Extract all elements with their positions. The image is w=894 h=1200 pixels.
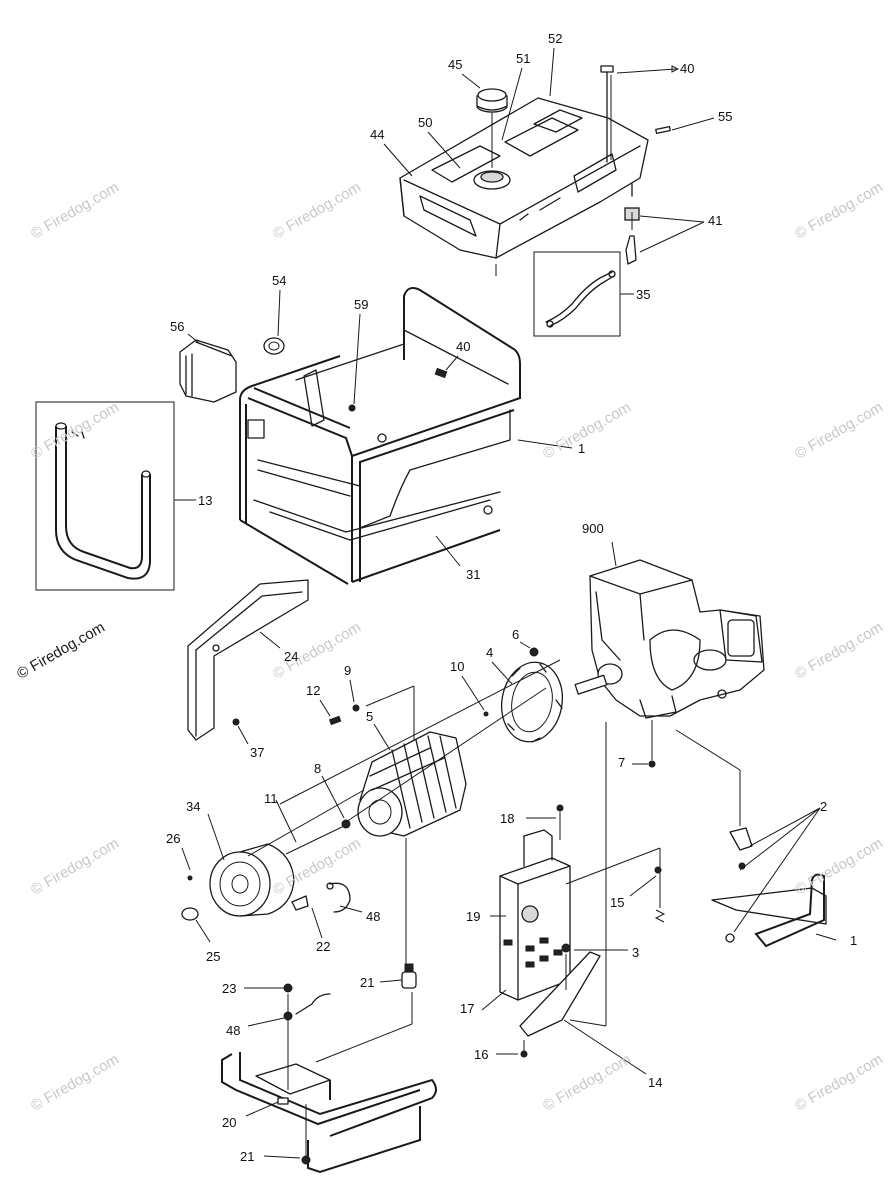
callout-3: 3	[632, 945, 640, 960]
bracket-14	[519, 951, 601, 1037]
callout-41: 41	[708, 213, 723, 228]
callout-1: 1	[578, 441, 586, 456]
callout-8: 8	[314, 761, 322, 776]
callout-25: 25	[206, 949, 221, 964]
fuel-cap	[476, 88, 508, 113]
callout-31: 31	[466, 567, 481, 582]
callout-2: 2	[820, 799, 828, 814]
bracket-24	[187, 579, 309, 741]
leader-lines	[174, 47, 837, 1159]
callout-18: 18	[500, 811, 515, 826]
handle-box	[35, 401, 175, 591]
callout-12: 12	[306, 683, 321, 698]
callout-15: 15	[610, 895, 625, 910]
callout-900: 900	[582, 521, 604, 536]
callout-1: 1	[850, 933, 858, 948]
callout-6: 6	[512, 627, 520, 642]
callout-54: 54	[272, 273, 287, 288]
callout-35: 35	[636, 287, 651, 302]
callout-23: 23	[222, 981, 237, 996]
fuel-hose-box	[533, 251, 621, 337]
pin-55	[655, 125, 671, 135]
callout-13: 13	[198, 493, 213, 508]
callout-19: 19	[466, 909, 481, 924]
callout-21: 21	[360, 975, 375, 990]
callout-16: 16	[474, 1047, 489, 1062]
callout-20: 20	[222, 1115, 237, 1130]
callout-50: 50	[418, 115, 433, 130]
callout-48: 48	[366, 909, 381, 924]
fasteners	[187, 367, 746, 1165]
base-frame-right	[711, 827, 827, 948]
rear-cover	[209, 843, 295, 917]
main-frame	[239, 287, 521, 585]
callout-26: 26	[166, 831, 181, 846]
callout-10: 10	[450, 659, 465, 674]
callout-44: 44	[370, 127, 385, 142]
callout-55: 55	[718, 109, 733, 124]
callout-24: 24	[284, 649, 299, 664]
brush-holder	[291, 882, 351, 913]
callout-40: 40	[680, 61, 695, 76]
callout-34: 34	[186, 799, 201, 814]
callout-21: 21	[240, 1149, 255, 1164]
callout-51: 51	[516, 51, 531, 66]
alternator-stator	[357, 731, 467, 837]
end-housing-4	[501, 661, 563, 743]
control-panel	[499, 829, 571, 1001]
plug-25	[181, 907, 199, 921]
callout-52: 52	[548, 31, 563, 46]
fuel-tank	[399, 97, 649, 259]
callout-48: 48	[226, 1023, 241, 1038]
bolt-40-top	[600, 65, 614, 163]
callout-14: 14	[648, 1075, 663, 1090]
callout-5: 5	[366, 709, 374, 724]
spark-arrestor	[263, 337, 285, 355]
engine	[574, 559, 765, 719]
callout-59: 59	[354, 297, 369, 312]
callout-37: 37	[250, 745, 265, 760]
callout-40: 40	[456, 339, 471, 354]
callout-56: 56	[170, 319, 185, 334]
muffler	[179, 339, 237, 403]
callout-4: 4	[486, 645, 494, 660]
callout-9: 9	[344, 663, 352, 678]
vibration-mount	[401, 963, 417, 989]
callout-7: 7	[618, 755, 626, 770]
callout-17: 17	[460, 1001, 475, 1016]
explosion-lines	[247, 112, 741, 1156]
callout-45: 45	[448, 57, 463, 72]
callout-22: 22	[316, 939, 331, 954]
callout-11: 11	[264, 791, 278, 806]
